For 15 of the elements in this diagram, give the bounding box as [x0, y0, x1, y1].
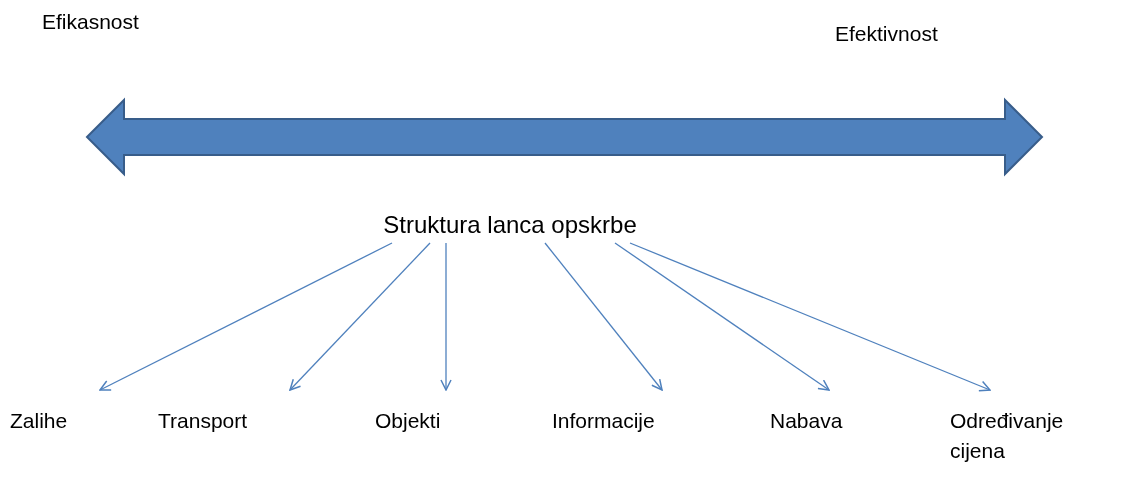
- category-label: Zalihe: [10, 408, 68, 434]
- heading-text: Struktura lanca opskrbe: [383, 210, 637, 240]
- end-label: Efektivnost: [835, 21, 938, 47]
- arrow: [544, 242, 663, 391]
- category-label: Određivanje cijena: [950, 408, 1065, 464]
- arrow: [614, 242, 830, 391]
- arrow: [440, 242, 452, 391]
- arrow: [99, 242, 393, 391]
- arrow: [289, 242, 431, 391]
- category-label: Nabava: [770, 408, 843, 434]
- category-label: Objekti: [375, 408, 441, 434]
- category-label: Transport: [158, 408, 248, 434]
- end-label: Efikasnost: [42, 9, 139, 35]
- category-label: Informacije: [552, 408, 655, 434]
- arrow: [629, 242, 991, 392]
